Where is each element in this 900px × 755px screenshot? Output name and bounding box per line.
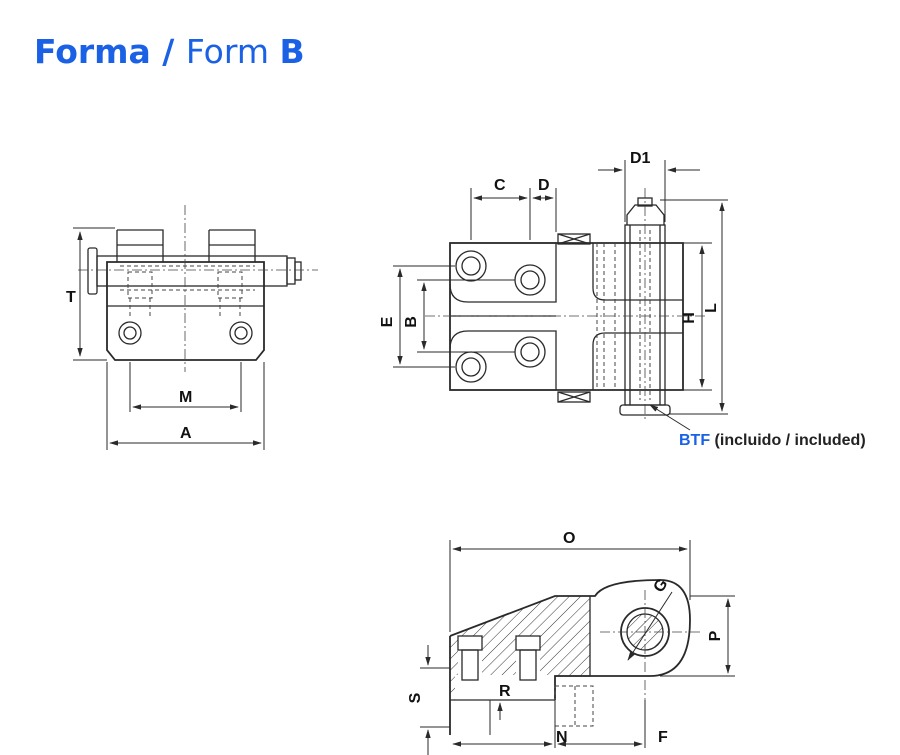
- btf-note: BTF (incluido / included): [679, 432, 866, 450]
- dim-label-b: B: [403, 316, 420, 328]
- view-section: [420, 540, 735, 755]
- dim-label-r: R: [499, 683, 511, 700]
- dim-label-d1: D1: [630, 150, 651, 167]
- dim-label-h: H: [681, 312, 698, 324]
- dim-label-d: D: [538, 177, 550, 194]
- dim-label-g: G: [650, 576, 671, 596]
- btf-code: BTF: [679, 432, 711, 449]
- view-plan: [393, 160, 728, 431]
- dim-label-s: S: [407, 692, 424, 703]
- title-letter: B: [279, 32, 305, 71]
- dim-label-e: E: [379, 316, 396, 327]
- dim-label-l: L: [703, 303, 720, 313]
- title-word-form: Form: [185, 32, 269, 71]
- dim-label-t: T: [66, 289, 76, 306]
- dim-label-m: M: [179, 389, 192, 406]
- title-word-forma: Forma: [34, 32, 151, 71]
- title-separator: /: [150, 32, 186, 71]
- dim-label-c: C: [494, 177, 506, 194]
- dim-label-n: N: [556, 729, 568, 746]
- dim-label-o: O: [563, 530, 575, 547]
- dim-label-p: P: [707, 630, 724, 641]
- view-front: [73, 205, 318, 450]
- btf-included-text: (incluido / included): [710, 432, 866, 449]
- page-title: Forma / Form B: [34, 30, 305, 74]
- dim-label-a: A: [180, 425, 192, 442]
- dim-label-f: F: [658, 729, 668, 746]
